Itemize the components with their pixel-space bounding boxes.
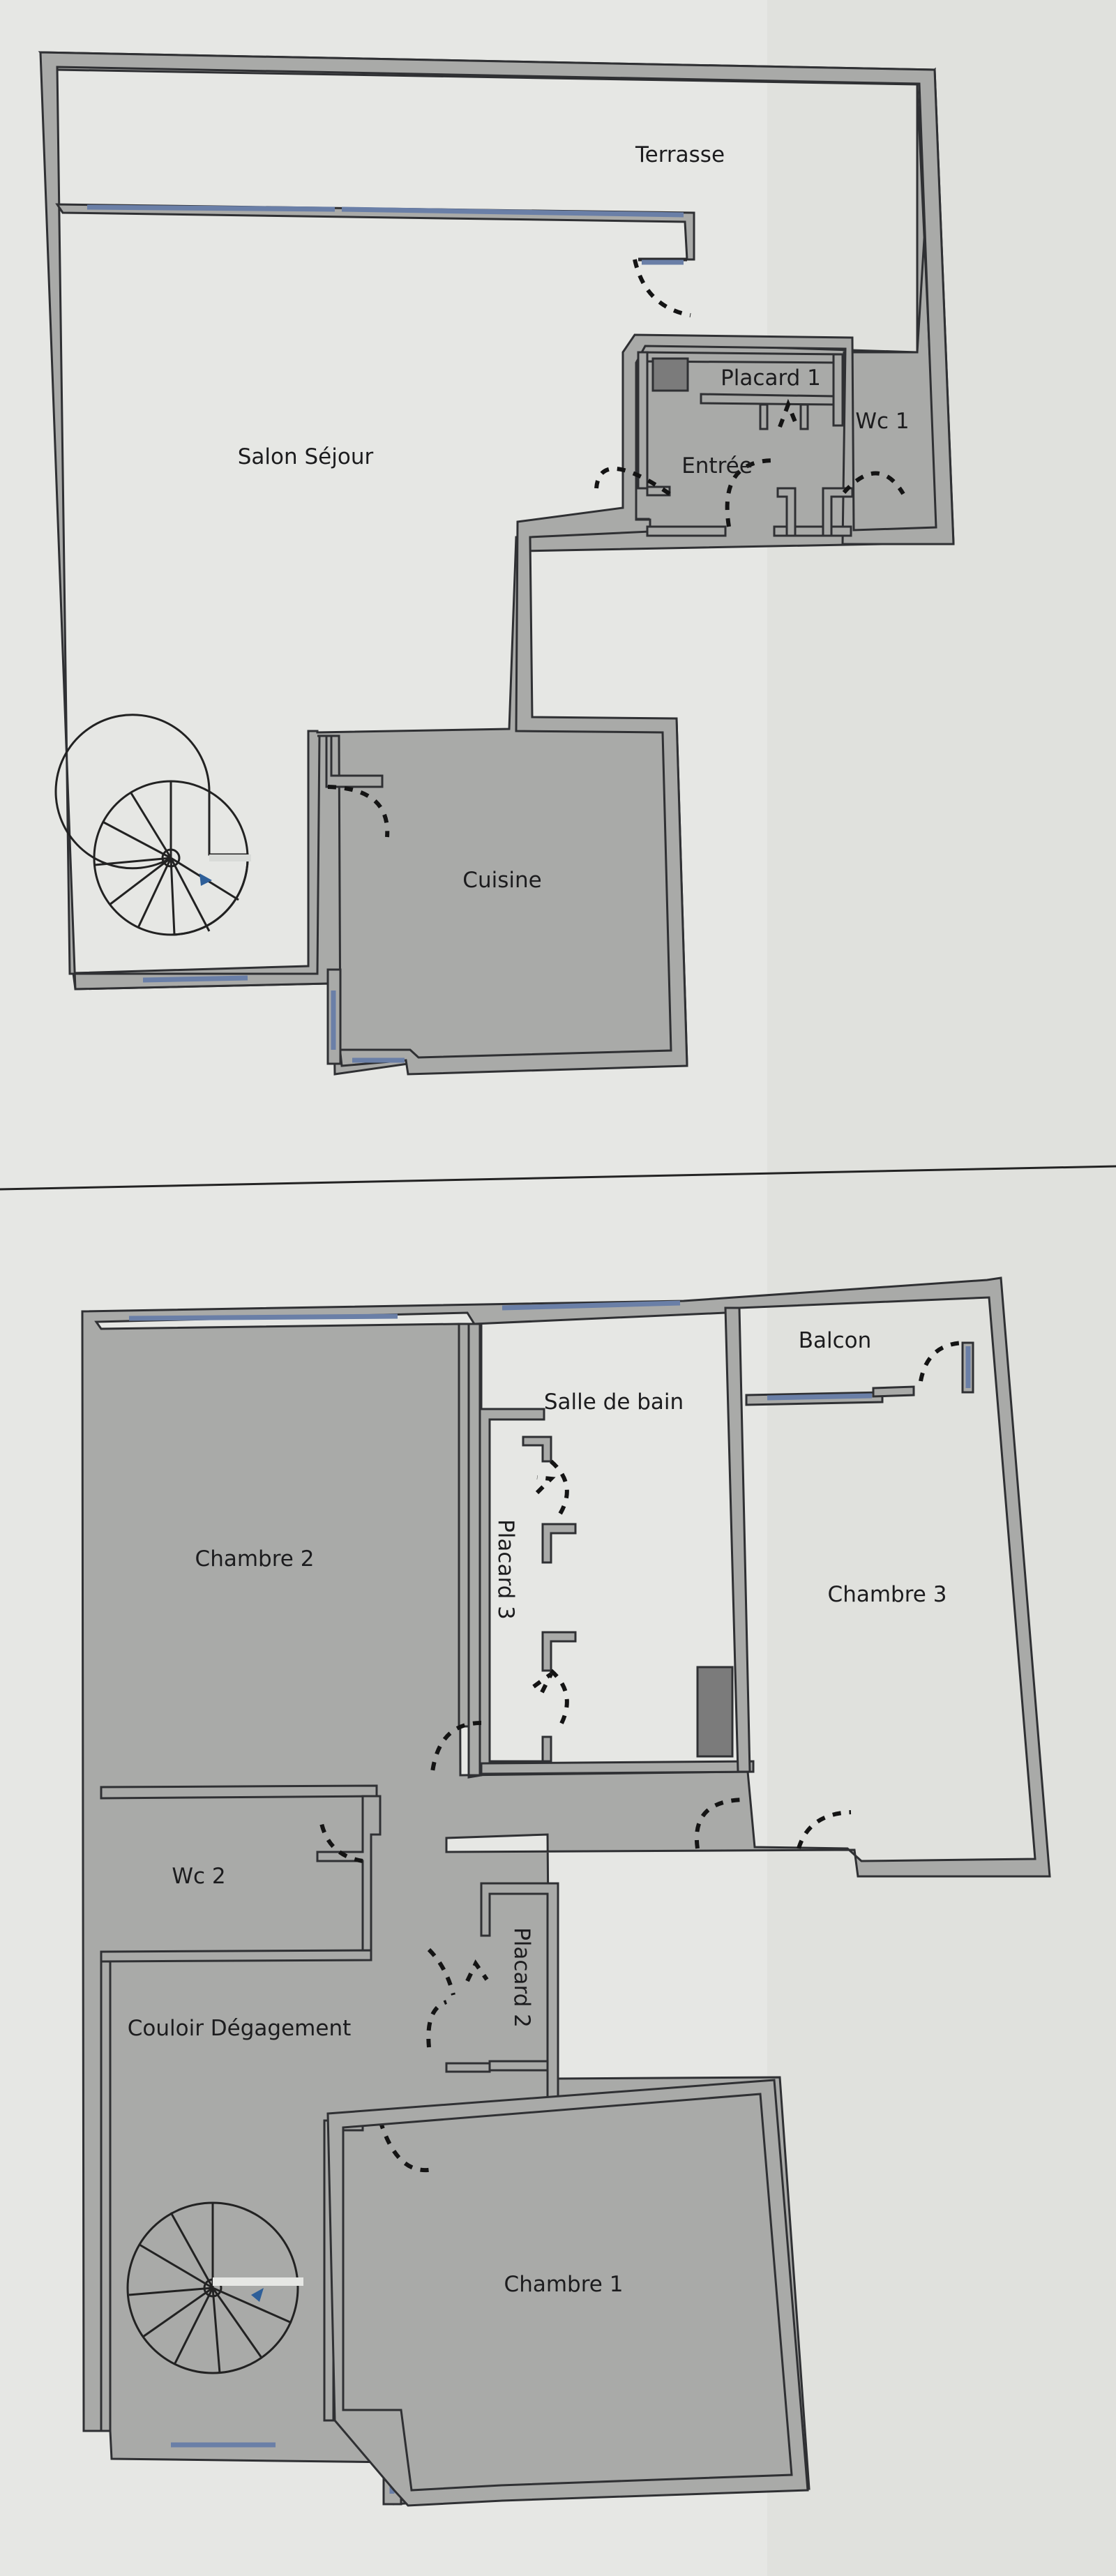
label-entree: Entrée [681,453,753,479]
label-chambre3: Chambre 3 [828,1582,947,1607]
label-terrasse: Terrasse [635,142,725,167]
window-salon-2 [341,206,684,218]
sdb-bottom-wall [480,1760,755,1775]
door-swing-wc2 [319,1820,363,1863]
door-swing-placard3-c [549,1459,569,1519]
sdb-right-wall [724,1306,751,1773]
placard2-bottom [488,2060,549,2072]
placard1-divider [759,403,769,430]
kitchen-left-wall-top [317,735,384,788]
label-placard3: Placard 3 [493,1519,518,1620]
label-cuisine: Cuisine [462,868,541,893]
label-wc2: Wc 2 [172,1864,225,1889]
window-chambre2 [128,1313,398,1321]
label-balcon: Balcon [799,1328,872,1353]
label-chambre1: Chambre 1 [504,2272,624,2297]
door-swing-placard3-d [549,1669,569,1731]
window-salon-1 [86,204,335,212]
label-salle-de-bain: Salle de bain [544,1389,684,1415]
wc1-left-wall [832,353,844,427]
spiral-stair-top [54,714,251,936]
door-swing-placard3-b [532,1672,553,1696]
placard3-stub-3 [541,1631,577,1672]
stair-marker-bottom [251,2288,264,2302]
door-swing-placard2 [465,1959,489,1982]
label-chambre2: Chambre 2 [195,1546,315,1572]
balcon-door-leaf-wall [872,1385,915,1398]
door-swing-entree-main [725,458,775,527]
label-salon: Salon Séjour [238,444,374,469]
door-swing-chambre1 [378,2120,433,2173]
duct-bottom [696,1666,734,1758]
spiral-stair-bottom [126,2201,303,2374]
door-swing-entree-left [594,466,671,496]
window-sdb [502,1300,681,1311]
stair-marker-top [199,873,212,886]
placard3-stub-2 [541,1523,577,1564]
label-wc1: Wc 1 [855,409,909,434]
door-swing-chambre3-b [797,1810,852,1849]
label-placard2: Placard 2 [509,1927,534,2028]
entree-stub-mid [776,487,797,537]
placard2-frame [480,1882,559,2102]
chambre2-bottom-wall [100,1784,378,1800]
placard3-stub-1 [522,1436,552,1463]
door-swing-couloir-a [427,1948,455,1996]
door-swing-placard3-a [535,1475,556,1495]
floor-separator [0,1165,1116,1191]
label-placard1: Placard 1 [721,366,821,391]
sdb-left-wall [467,1323,481,1777]
door-swing-couloir-b [426,2000,448,2048]
door-swing-placard1 [778,398,799,428]
placard2-stub [445,2062,491,2073]
entree-left-wall [637,351,649,490]
door-swing-chambre3-a [694,1798,747,1849]
door-swing-terrasse [633,259,691,317]
door-swing-balcon [919,1341,967,1382]
couloir-left-wall [100,1960,112,2432]
door-swing-wc1 [842,471,905,495]
floor-top: Terrasse Salon Séjour Placard 1 Wc 1 Ent… [38,51,955,1076]
placard1-bottom-wall [700,393,835,406]
duct-top [651,357,689,392]
placard1-divider-2 [799,403,809,430]
entree-bottom-wall [646,525,727,537]
door-swing-sdb [430,1721,482,1772]
window-salon-bottom [142,975,248,983]
placard3-stub-4 [541,1735,552,1763]
window-balcon [767,1393,873,1401]
label-couloir: Couloir Dégagement [128,2016,352,2041]
chambre1-frame [326,2079,809,2507]
entree-stub-right [822,487,854,537]
wc2-bottom-wall [100,1949,372,1963]
floor-bottom: Balcon Salle de bain Chambre 2 Placard 3… [81,1276,1051,2507]
